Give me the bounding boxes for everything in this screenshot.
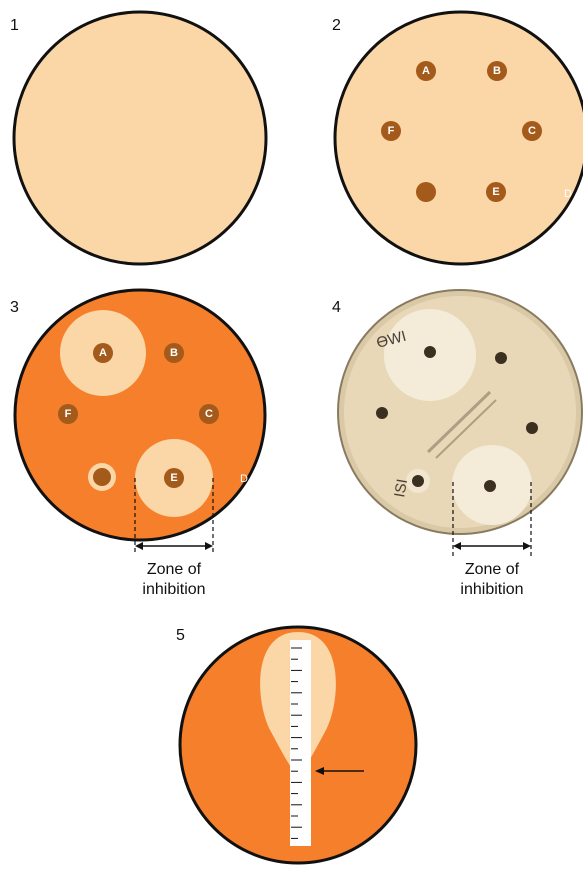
panel-3: 3 A B C E F D	[10, 290, 265, 598]
panel-2: 2 A B C E F D	[332, 12, 583, 264]
edge-label-d: D	[240, 473, 248, 485]
disk-a: A	[93, 343, 113, 363]
photo-zone-diameter-arrow	[453, 542, 531, 550]
disk-c: C	[199, 404, 219, 424]
photo-zone-caption-line1: Zone of	[465, 561, 520, 578]
disk-e: E	[164, 468, 184, 488]
blank-agar-plate	[14, 12, 266, 264]
disk-b: B	[164, 343, 184, 363]
panel-3-number: 3	[10, 299, 19, 316]
disk-b: B	[487, 61, 507, 81]
disk-d	[93, 468, 111, 486]
disk-c-label: C	[205, 408, 213, 420]
panel-5-number: 5	[176, 627, 185, 644]
panel-4: 4 ƟWI ISI Zone of inhibition	[332, 290, 582, 598]
disk-c-label: C	[528, 125, 536, 137]
disk-f-label: F	[388, 125, 395, 137]
zone-caption-line1: Zone of	[147, 561, 202, 578]
disk-b-label: B	[493, 65, 501, 77]
disk-f: F	[381, 121, 401, 141]
zone-diameter-arrow	[135, 542, 213, 550]
bacterial-lawn-plate	[15, 290, 265, 540]
disk-c: C	[522, 121, 542, 141]
panel-1: 1	[10, 12, 266, 264]
disk-plate	[335, 12, 583, 264]
disk-b-label: B	[170, 347, 178, 359]
disk-e-label: E	[492, 186, 499, 198]
disk-f-label: F	[65, 408, 72, 420]
panel-5: 5	[176, 627, 416, 863]
photo-handwriting-2: ISI	[391, 478, 411, 499]
zone-caption-line2: inhibition	[142, 581, 205, 598]
edge-label-d: D	[564, 188, 572, 200]
panel-1-number: 1	[10, 17, 19, 34]
disk-a: A	[416, 61, 436, 81]
panel-2-number: 2	[332, 17, 341, 34]
disk-f: F	[58, 404, 78, 424]
disk-e-label: E	[170, 472, 177, 484]
disk-a-label: A	[422, 65, 430, 77]
disk-e: E	[486, 182, 506, 202]
panel-4-number: 4	[332, 299, 341, 316]
disk-a-label: A	[99, 347, 107, 359]
photo-zone-caption-line2: inhibition	[460, 581, 523, 598]
disk-d	[416, 182, 436, 202]
